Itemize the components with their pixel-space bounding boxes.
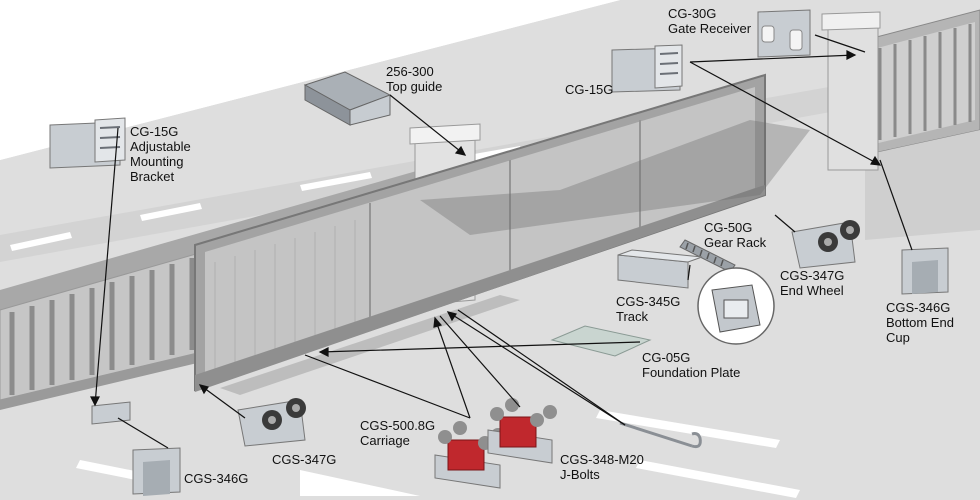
label-top-guide: 256-300 Top guide	[386, 64, 442, 94]
label-line: Foundation Plate	[642, 365, 741, 380]
end-wheel-left-part	[237, 398, 306, 447]
bottom-end-cup-right-part	[901, 247, 949, 295]
label-line: End Wheel	[780, 283, 844, 298]
top-guide-part	[303, 71, 392, 126]
leader-lines	[90, 34, 913, 449]
label-line: Adjustable	[130, 139, 191, 154]
label-line: CG-50G	[704, 220, 753, 235]
label-line: Mounting	[130, 154, 184, 169]
label-bottom-end-cup-left: CGS-346G	[184, 471, 248, 486]
label-line: J-Bolts	[560, 467, 600, 482]
label-line: CGS-348-M20	[560, 452, 644, 467]
label-line: CGS-346G	[886, 300, 951, 315]
mounted-small-bracket	[91, 401, 131, 425]
bottom-end-cup-left-part	[132, 447, 181, 496]
label-line: Bottom End	[886, 315, 954, 330]
label-line: Track	[616, 309, 649, 324]
label-line: CG-15G	[565, 82, 614, 97]
label-line: Bracket	[130, 169, 175, 184]
cg15-right-bracket-part	[611, 44, 683, 93]
gate-pillar	[821, 11, 881, 171]
label-end-wheel-left: CGS-347G	[272, 452, 336, 467]
label-gate-receiver: CG-30G Gate Receiver	[668, 6, 751, 36]
label-j-bolts: CGS-348-M20 J-Bolts	[560, 452, 644, 482]
label-line: CGS-500.8G	[360, 418, 436, 433]
label-line: CGS-346G	[184, 471, 249, 486]
label-carriage: CGS-500.8G Carriage	[360, 418, 435, 448]
label-line: Gear Rack	[704, 235, 767, 250]
label-line: Top guide	[386, 79, 443, 94]
label-cg15-adjustable-mounting-bracket: CG-15G Adjustable Mounting Bracket	[130, 124, 191, 184]
sliding-gate	[194, 73, 810, 392]
track-part	[617, 249, 703, 289]
label-end-wheel-right: CGS-347G End Wheel	[780, 268, 844, 298]
label-cg15-right: CG-15G	[565, 82, 613, 97]
label-bottom-end-cup-right: CGS-346G Bottom End Cup	[886, 300, 954, 345]
track-detail-circle	[697, 267, 775, 345]
label-line: CG-15G	[130, 124, 179, 139]
label-line: CGS-347G	[780, 268, 845, 283]
label-line: Cup	[886, 330, 910, 345]
track-foundation	[220, 295, 520, 395]
label-track: CGS-345G Track	[616, 294, 680, 324]
label-line: CGS-347G	[272, 452, 337, 467]
label-gear-rack: CG-50G Gear Rack	[704, 220, 766, 250]
label-foundation-plate: CG-05G Foundation Plate	[642, 350, 740, 380]
label-line: CGS-345G	[616, 294, 681, 309]
label-line: CG-05G	[642, 350, 691, 365]
cg15-left-bracket-part	[49, 117, 126, 169]
label-line: Gate Receiver	[668, 21, 752, 36]
label-line: Carriage	[360, 433, 410, 448]
label-line: 256-300	[386, 64, 434, 79]
foundation-plate-part	[550, 325, 652, 357]
end-wheel-right-part	[791, 220, 860, 269]
j-bolt-part	[619, 421, 702, 449]
label-line: CG-30G	[668, 6, 717, 21]
lane-markings	[10, 126, 800, 498]
gate-receiver-part	[757, 9, 811, 58]
right-fence	[864, 9, 980, 240]
